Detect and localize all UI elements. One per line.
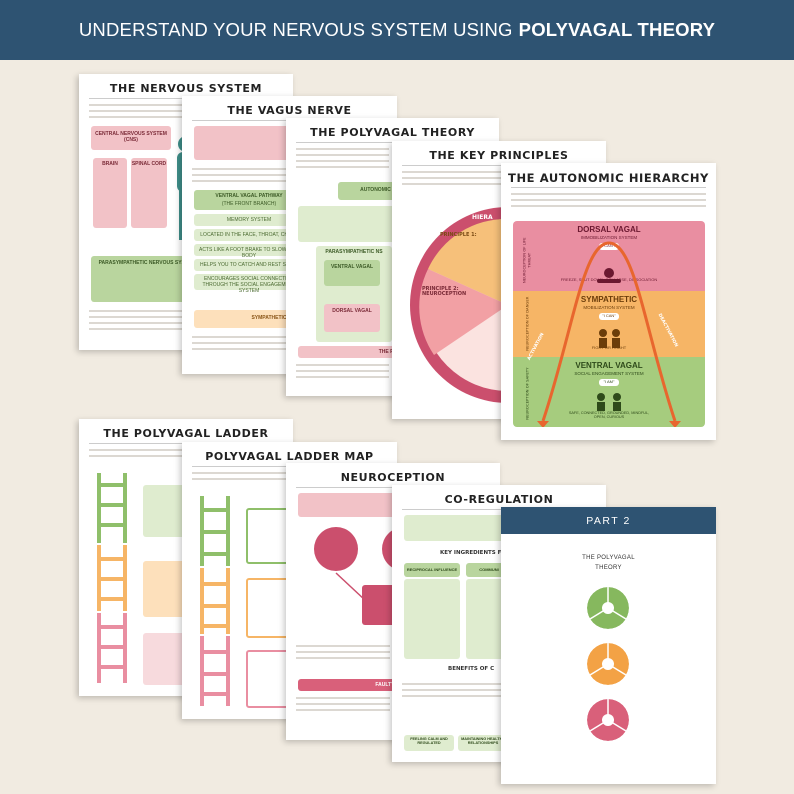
- faulty-label: FAULTY NE: [375, 682, 403, 688]
- commun-label: COMMUNI: [479, 567, 499, 572]
- ventral-sub: SOCIAL ENGAGEMENT SYSTEM: [574, 371, 644, 376]
- cns-box: CENTRAL NERVOUS SYSTEM (CNS): [91, 126, 171, 150]
- banner-bold: POLYVAGAL THEORY: [518, 19, 716, 40]
- ventral-note: SAFE, CONNECTED, GROUNDED, MINDFUL, OPEN…: [568, 411, 650, 419]
- part2-title: THE POLYVAGAL THEORY: [501, 553, 716, 573]
- sympathetic-sub: MOBILIZATION SYSTEM: [583, 305, 635, 310]
- vagus-item: LOCATED IN THE FACE, THROAT, CHEST: [200, 232, 298, 238]
- coreg-intro: [404, 515, 514, 541]
- part2-header: PART 2: [501, 507, 716, 534]
- parasympathetic-label: PARASYMPATHETIC NERVOUS SYSTEM: [98, 260, 196, 266]
- spinal-box: SPINAL CORD: [131, 158, 167, 228]
- the-poly-label: THE POLY: [378, 349, 404, 355]
- ventral-label: VENTRAL VAGAL: [330, 264, 374, 270]
- principles-wheel: [410, 207, 508, 403]
- sympathetic-zone: SYMPATHETIC MOBILIZATION SYSTEM "I CAN" …: [513, 291, 705, 357]
- ingredients-heading: KEY INGREDIENTS FO: [440, 550, 507, 556]
- spinal-label: SPINAL CORD: [131, 161, 167, 167]
- principle1-label: PRINCIPLE 1:: [440, 232, 477, 238]
- ladder-icon: [97, 473, 127, 683]
- benefit-item: MAINTAINING HEALTHY RELATIONSHIPS: [458, 735, 508, 751]
- dorsal-label: DORSAL VAGAL: [332, 308, 372, 314]
- brain-label: BRAIN: [102, 161, 118, 167]
- autonomic-label: AUTONOMIC N: [360, 187, 396, 193]
- vagus-intro-box: [194, 126, 304, 160]
- front-branch-label: (THE FRONT BRANCH): [221, 201, 277, 207]
- sympathetic-name: SYMPATHETIC: [580, 295, 638, 304]
- ventral-pathway-label: VENTRAL VAGAL PATHWAY: [215, 193, 283, 199]
- ladder-map-icon: [200, 496, 230, 706]
- part2-title-line1: THE POLYVAGAL: [582, 555, 635, 561]
- reciprocal-label: RECIPROCAL INFLUENCE: [406, 567, 458, 572]
- ventral-tag: "I AM": [599, 379, 619, 386]
- page-autonomic-hierarchy: THE AUTONOMIC HIERARCHY DORSAL VAGAL IMM…: [501, 163, 716, 440]
- page-title: THE AUTONOMIC HIERARCHY: [508, 171, 709, 185]
- the-poly-box: THE POLY: [298, 346, 404, 358]
- page-title: THE VAGUS NERVE: [227, 104, 352, 117]
- sympathetic-tag: "I CAN": [599, 313, 619, 320]
- ventral-pathway-box: VENTRAL VAGAL PATHWAY (THE FRONT BRANCH): [194, 190, 304, 210]
- page-title: THE POLYVAGAL LADDER: [103, 427, 269, 440]
- neuroception-diagram: [314, 527, 406, 625]
- vagus-item: ACTS LIKE A FOOT BRAKE TO SLOW OUR BODY: [198, 247, 300, 259]
- activation-arc: [537, 241, 681, 427]
- banner: UNDERSTAND YOUR NERVOUS SYSTEM USING POL…: [0, 0, 794, 60]
- part2-title-line2: THEORY: [595, 565, 622, 571]
- page-title: THE NERVOUS SYSTEM: [109, 82, 263, 95]
- benefit-label: MAINTAINING HEALTHY RELATIONSHIPS: [461, 737, 505, 745]
- page-title: POLYVAGAL LADDER MAP: [205, 450, 374, 463]
- reciprocal-box: RECIPROCAL INFLUENCE: [404, 563, 460, 577]
- cns-label: CENTRAL NERVOUS SYSTEM (CNS): [95, 131, 167, 143]
- benefit-label: FEELING CALM AND REGULATED: [410, 737, 448, 745]
- page-title: THE POLYVAGAL THEORY: [310, 126, 475, 139]
- dorsal-tag: "I CAN'T": [599, 243, 619, 250]
- benefits-heading: BENEFITS OF C: [448, 666, 495, 672]
- commun-box: COMMUNI: [466, 563, 512, 577]
- dorsal-vagal-mini: DORSAL VAGAL: [324, 304, 380, 332]
- banner-prefix: UNDERSTAND YOUR NERVOUS SYSTEM USING: [78, 19, 513, 40]
- dorsal-circle-icon: [587, 699, 629, 741]
- ventral-vagal-mini: VENTRAL VAGAL: [324, 260, 380, 286]
- reciprocal-desc: [404, 579, 460, 659]
- autonomic-desc-box: [298, 206, 404, 242]
- ventral-circle-icon: [587, 587, 629, 629]
- principle2-label: PRINCIPLE 2: NEUROCEPTION: [422, 286, 467, 298]
- page-title: CO-REGULATION: [444, 493, 554, 506]
- sympathetic-box: SYMPATHETIC: [194, 310, 304, 328]
- sympathetic-note: FIGHT OR FLIGHT: [591, 345, 627, 350]
- para-label: PARASYMPATHETIC NS: [325, 249, 383, 255]
- page-title: THE KEY PRINCIPLES: [429, 149, 569, 162]
- benefit-item: FEELING CALM AND REGULATED: [404, 735, 454, 751]
- sympathetic-circle-icon: [587, 643, 629, 685]
- vagus-item: ENCOURAGES SOCIAL CONNECTION THROUGH THE…: [202, 276, 296, 294]
- faulty-box: FAULTY NE: [298, 679, 408, 691]
- page-part-2: PART 2 THE POLYVAGAL THEORY: [501, 507, 716, 784]
- vagus-item: MEMORY SYSTEM: [226, 217, 272, 223]
- brain-box: BRAIN: [93, 158, 127, 228]
- dorsal-name: DORSAL VAGAL: [577, 225, 641, 234]
- ventral-name: VENTRAL VAGAL: [575, 361, 643, 370]
- vagus-item: HELPS YOU TO CATCH AND REST STATE: [200, 262, 298, 268]
- neuroception-intro: [298, 493, 408, 517]
- hierarchy-arc-label: HIERA: [472, 214, 493, 221]
- page-title: NEUROCEPTION: [340, 471, 446, 484]
- dorsal-sub: IMMOBILIZATION SYSTEM: [580, 235, 638, 240]
- sympathetic-label: SYMPATHETIC: [251, 315, 287, 321]
